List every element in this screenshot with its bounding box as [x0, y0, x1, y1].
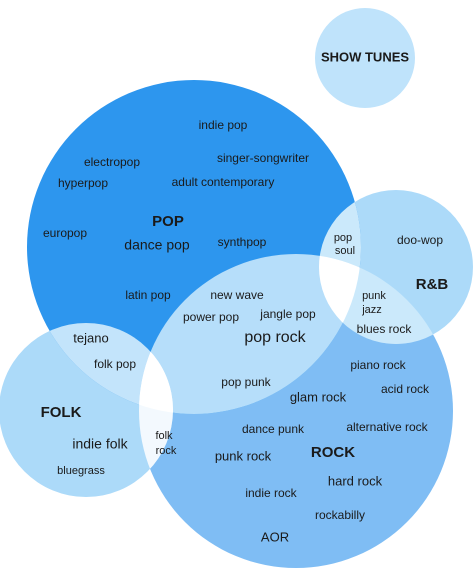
genre-label: latin pop [125, 288, 171, 302]
genre-label: hard rock [328, 473, 383, 488]
genre-label: bluegrass [57, 465, 105, 477]
genre-label: singer-songwriter [217, 151, 309, 165]
genre-label: tejano [73, 330, 108, 345]
genre-label: soul [335, 245, 355, 257]
genre-label: blues rock [357, 322, 413, 336]
genre-label: adult contemporary [172, 175, 275, 189]
genre-label: synthpop [218, 235, 267, 249]
folk-label: FOLK [41, 404, 82, 421]
genre-label: dance punk [242, 422, 305, 436]
genre-label: jangle pop [259, 307, 316, 321]
rnb-label: R&B [416, 276, 449, 293]
genre-label: punk rock [215, 448, 272, 463]
genre-label: new wave [210, 288, 264, 302]
genre-label: pop [334, 232, 352, 244]
genre-label: punk [362, 290, 386, 302]
genre-label: acid rock [381, 382, 430, 396]
genre-label: power pop [183, 310, 239, 324]
genre-label: indie rock [245, 486, 297, 500]
genre-label: dance pop [124, 237, 190, 253]
genre-label: jazz [361, 304, 382, 316]
genre-label: pop punk [221, 375, 271, 389]
genre-label: hyperpop [58, 176, 108, 190]
genre-label: alternative rock [346, 420, 428, 434]
genre-label: AOR [261, 529, 289, 544]
genre-label: europop [43, 226, 87, 240]
genre-label: rock [156, 445, 177, 457]
genre-label: glam rock [290, 389, 347, 404]
genre-label: indie pop [199, 118, 248, 132]
pop-label: POP [152, 213, 184, 230]
genre-label: pop rock [244, 329, 306, 346]
genre-label: folk pop [94, 357, 136, 371]
genre-label: doo-wop [397, 233, 443, 247]
genre-label: piano rock [350, 358, 406, 372]
genre-label: electropop [84, 155, 140, 169]
show-tunes-circle [315, 8, 415, 108]
genre-label: indie folk [72, 436, 128, 452]
show-tunes-label: SHOW TUNES [321, 49, 409, 64]
genre-label: rockabilly [315, 508, 365, 522]
genre-label: folk [155, 430, 173, 442]
rock-label: ROCK [311, 444, 355, 461]
